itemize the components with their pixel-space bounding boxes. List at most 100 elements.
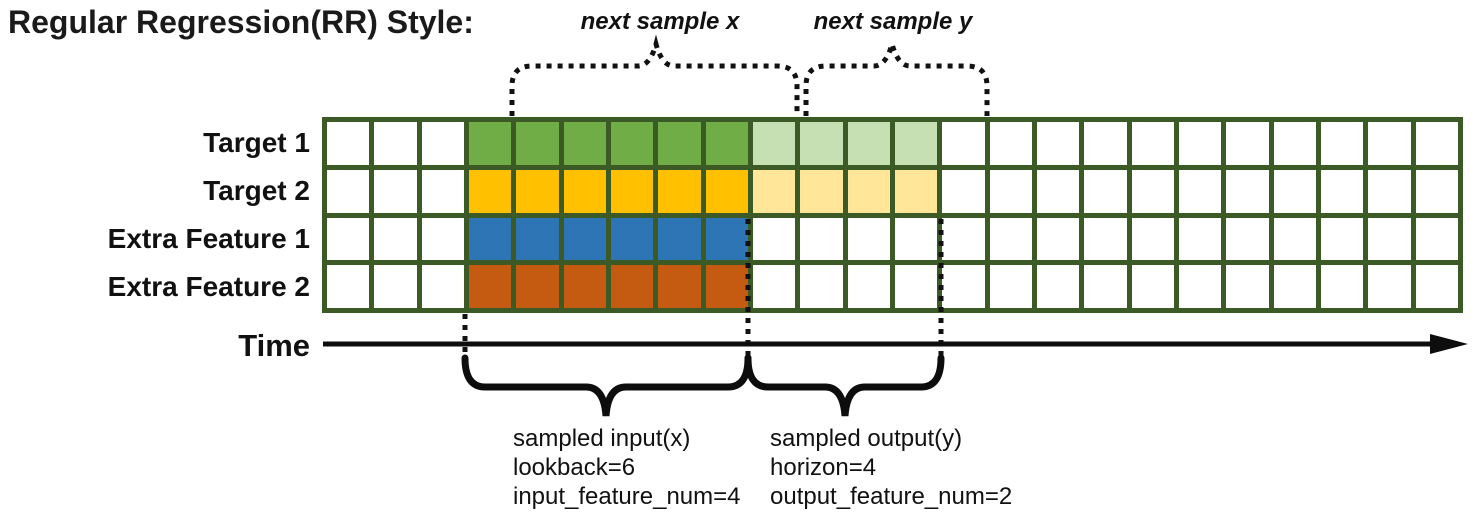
grid-cell	[1320, 265, 1364, 308]
grid-cell	[989, 265, 1032, 308]
grid-cell	[563, 217, 606, 261]
output-annotation-line-3: output_feature_num=2	[770, 483, 1013, 510]
row-label-extra-feature-1: Extra Feature 1	[107, 223, 310, 254]
grid-cell	[1415, 122, 1458, 165]
grid-cell	[800, 265, 843, 308]
grid-cell	[1178, 265, 1222, 308]
time-axis-label: Time	[238, 328, 310, 363]
grid-cell	[1084, 169, 1127, 213]
sampled-output-brace	[744, 354, 945, 417]
row-label-target-1: Target 1	[203, 127, 310, 158]
grid-cell	[516, 169, 559, 213]
grid-cell	[1368, 122, 1411, 165]
grid-cell	[1320, 122, 1364, 165]
grid-cell	[752, 217, 796, 261]
grid-cell	[610, 217, 654, 261]
grid-cell	[563, 122, 606, 165]
grid-cell	[942, 122, 985, 165]
grid-cell	[468, 265, 512, 308]
grid-cell	[1368, 217, 1411, 261]
grid-cell	[421, 265, 464, 308]
grid-cell	[1368, 265, 1411, 308]
grid-cell	[847, 217, 890, 261]
grid-cell	[1415, 217, 1458, 261]
grid-cell	[1131, 122, 1174, 165]
grid-cell	[942, 169, 985, 213]
grid-cell	[468, 122, 512, 165]
grid-cell	[1036, 122, 1080, 165]
grid-cell	[327, 265, 370, 308]
grid-cell	[1226, 217, 1269, 261]
grid-cell	[516, 217, 559, 261]
grid-cell	[1273, 265, 1316, 308]
input-annotation: sampled input(x) lookback=6 input_featur…	[513, 424, 741, 511]
grid-cell	[1273, 169, 1316, 213]
sampled-input-brace	[461, 354, 752, 417]
grid-cell	[1178, 122, 1222, 165]
grid-cell	[1084, 217, 1127, 261]
grid-cell	[374, 169, 417, 213]
diagram-title: Regular Regression(RR) Style:	[8, 4, 474, 40]
grid-cell	[1036, 265, 1080, 308]
grid-cell	[658, 265, 701, 308]
grid-cell	[1084, 265, 1127, 308]
input-annotation-line-3: input_feature_num=4	[513, 483, 741, 510]
grid-cell	[610, 169, 654, 213]
grid	[322, 117, 1463, 313]
grid-cell	[563, 169, 606, 213]
grid-cell	[421, 169, 464, 213]
grid-cell	[942, 265, 985, 308]
grid-cell	[374, 265, 417, 308]
grid-cell	[374, 122, 417, 165]
grid-cell	[705, 122, 748, 165]
next-sample-x-brace	[509, 34, 800, 116]
input-annotation-line-1: sampled input(x)	[513, 425, 691, 452]
grid-cell	[1131, 169, 1174, 213]
grid-cell	[421, 217, 464, 261]
grid-cell	[800, 122, 843, 165]
grid-cell	[563, 265, 606, 308]
grid-cell	[1415, 169, 1458, 213]
grid-cell	[421, 122, 464, 165]
output-annotation-line-2: horizon=4	[770, 454, 877, 481]
grid-cell	[989, 169, 1032, 213]
grid-cell	[610, 122, 654, 165]
grid-cell	[847, 122, 890, 165]
next-sample-y-brace	[803, 34, 990, 116]
grid-cell	[989, 217, 1032, 261]
grid-cell	[894, 169, 938, 213]
time-axis-arrowhead	[1430, 334, 1468, 354]
grid-cell	[800, 217, 843, 261]
grid-cell	[1273, 217, 1316, 261]
grid-cell	[705, 169, 748, 213]
grid-cell	[942, 217, 985, 261]
grid-cell	[1178, 169, 1222, 213]
grid-cell	[1036, 169, 1080, 213]
grid-cell	[894, 265, 938, 308]
grid-cell	[989, 122, 1032, 165]
grid-cell	[516, 265, 559, 308]
output-annotation: sampled output(y) horizon=4 output_featu…	[770, 424, 1012, 511]
grid-cell	[752, 122, 796, 165]
grid-cell	[847, 169, 890, 213]
grid-cell	[1226, 169, 1269, 213]
grid-cell	[1178, 217, 1222, 261]
grid-cell	[894, 122, 938, 165]
grid-cell	[1368, 169, 1411, 213]
grid-cell	[1131, 265, 1174, 308]
row-label-extra-feature-2: Extra Feature 2	[107, 271, 310, 302]
grid-cell	[658, 217, 701, 261]
next-sample-y-label: next sample y	[813, 8, 973, 35]
grid-cell	[374, 217, 417, 261]
grid-cell	[1226, 122, 1269, 165]
grid-cell	[705, 265, 748, 308]
grid-cell	[1320, 217, 1364, 261]
grid-cell	[1036, 217, 1080, 261]
grid-cell	[468, 217, 512, 261]
grid-cell	[800, 169, 843, 213]
output-annotation-line-1: sampled output(y)	[770, 425, 963, 452]
grid-cell	[516, 122, 559, 165]
grid-cell	[327, 169, 370, 213]
grid-cell	[658, 169, 701, 213]
